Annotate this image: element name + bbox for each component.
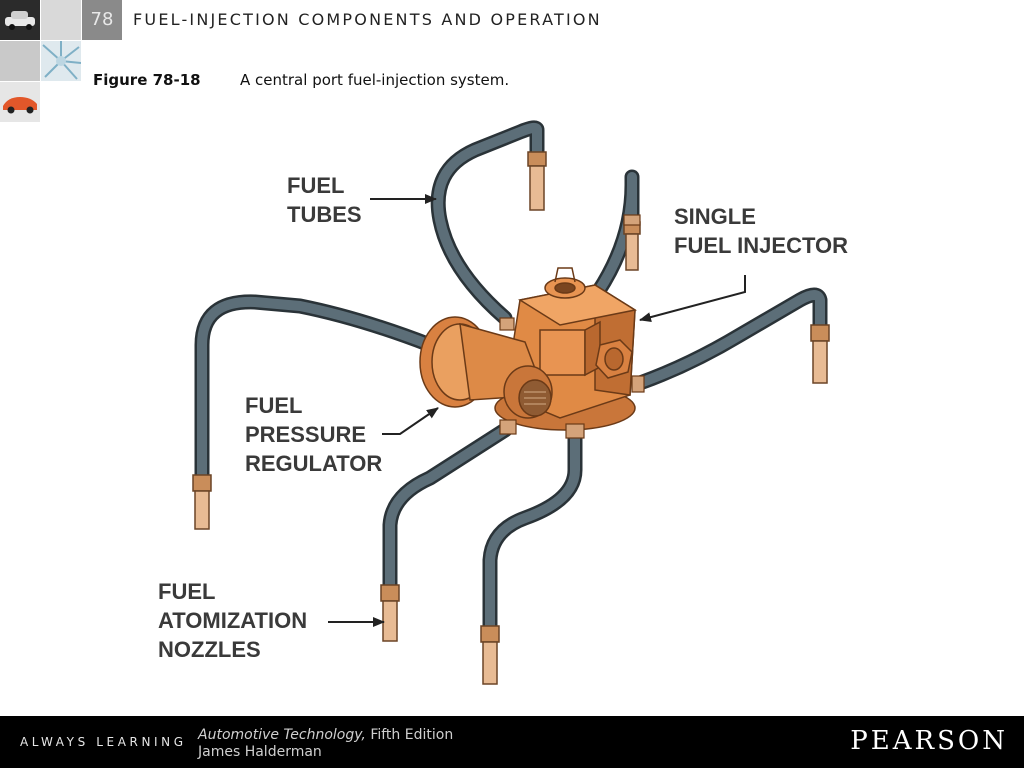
pressure-regulator xyxy=(419,316,553,419)
tube-fittings xyxy=(499,214,645,439)
svg-text:SINGLE: SINGLE xyxy=(674,204,756,229)
gray-thumbnail xyxy=(41,0,81,40)
label-fuel-pressure-regulator: FUEL PRESSURE REGULATOR xyxy=(245,393,382,476)
svg-text:PRESSURE: PRESSURE xyxy=(245,422,366,447)
chapter-number: 78 xyxy=(82,0,122,40)
svg-text:REGULATOR: REGULATOR xyxy=(245,451,382,476)
svg-text:ATOMIZATION: ATOMIZATION xyxy=(158,608,307,633)
fuel-tubes xyxy=(194,120,828,638)
blank-thumbnail xyxy=(41,82,81,122)
svg-text:FUEL: FUEL xyxy=(158,579,215,604)
svg-text:NOZZLES: NOZZLES xyxy=(158,637,261,662)
header-thumbnails xyxy=(0,0,82,122)
nozzle-right xyxy=(810,324,830,384)
car-thumbnail xyxy=(0,0,40,40)
red-car-thumbnail xyxy=(0,82,40,122)
arrow-fuel-pressure-regulator xyxy=(382,407,439,435)
publisher-logo: PEARSON xyxy=(850,726,1008,756)
book-author: James Halderman xyxy=(198,744,322,760)
nozzle-bottom xyxy=(480,625,500,685)
book-title: Automotive Technology, xyxy=(198,727,366,743)
nozzle-top xyxy=(527,151,547,211)
footer-bar: ALWAYS LEARNING Automotive Technology, F… xyxy=(0,716,1024,768)
svg-text:FUEL: FUEL xyxy=(245,393,302,418)
book-info: Automotive Technology, Fifth Edition Jam… xyxy=(198,727,453,761)
nozzle-bottom-left xyxy=(380,584,400,642)
figure-label: Figure 78-18 xyxy=(93,71,201,89)
atomization-nozzles xyxy=(192,151,830,685)
gray-thumbnail-2 xyxy=(0,41,40,81)
label-fuel-tubes: FUEL TUBES xyxy=(287,173,362,227)
label-single-fuel-injector: SINGLE FUEL INJECTOR xyxy=(674,204,848,258)
svg-text:TUBES: TUBES xyxy=(287,202,362,227)
arrow-single-fuel-injector xyxy=(639,275,746,322)
chapter-title: FUEL-INJECTION COMPONENTS AND OPERATION xyxy=(133,10,602,29)
label-fuel-atomization-nozzles: FUEL ATOMIZATION NOZZLES xyxy=(158,579,307,662)
book-edition: Fifth Edition xyxy=(370,727,454,743)
turbine-thumbnail xyxy=(41,41,81,81)
footer-tagline: ALWAYS LEARNING xyxy=(20,735,187,749)
svg-text:FUEL INJECTOR: FUEL INJECTOR xyxy=(674,233,848,258)
svg-text:FUEL: FUEL xyxy=(287,173,344,198)
fuel-injection-diagram: FUEL TUBES SINGLE FUEL INJECTOR FUEL PRE… xyxy=(158,120,848,685)
nozzle-left xyxy=(192,474,212,530)
figure-caption: A central port fuel-injection system. xyxy=(240,71,510,89)
nozzle-top-right xyxy=(623,221,641,271)
